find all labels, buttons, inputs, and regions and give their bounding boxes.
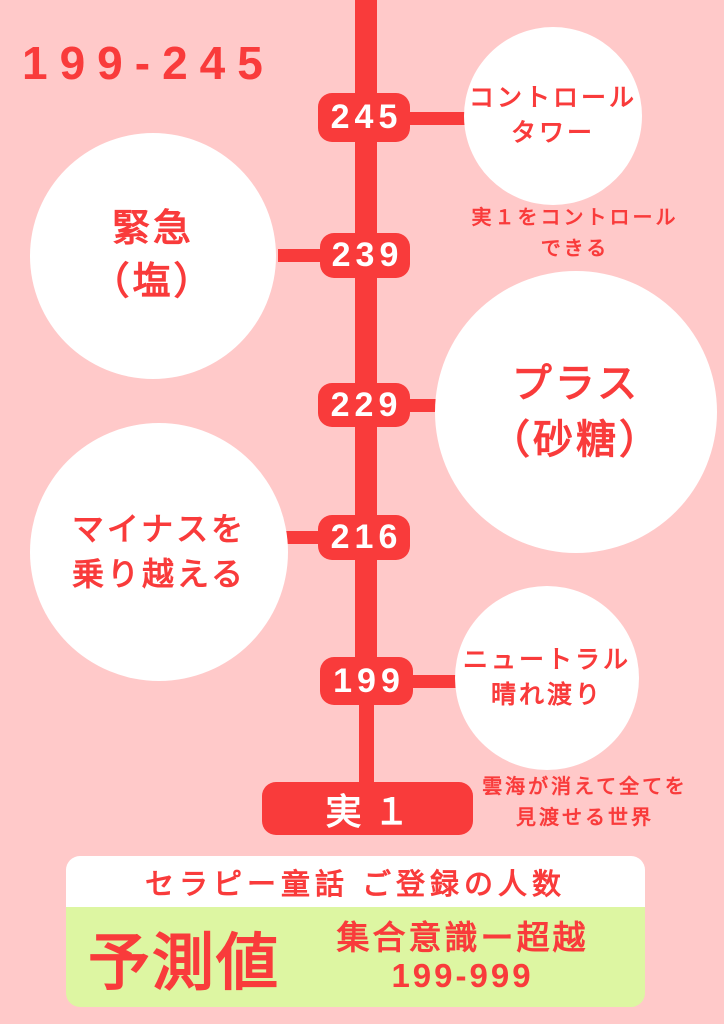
circle-neutral-clear: ニュートラル 晴れ渡り (455, 586, 639, 770)
badge-239: 239 (320, 233, 410, 278)
badge-245: 245 (318, 93, 410, 142)
connector-199 (408, 675, 460, 688)
circle-plus-sugar: プラス （砂糖） (435, 271, 717, 553)
badge-199: 199 (320, 657, 413, 705)
circle-emergency-salt: 緊急 （塩） (30, 133, 276, 379)
connector-239 (278, 249, 325, 262)
timeline-line-lower (359, 700, 374, 785)
connector-245 (405, 112, 467, 125)
registration-banner: セラピー童話 ご登録の人数 (66, 856, 645, 907)
caption-control-tower: 実１をコントロール できる (471, 207, 679, 260)
circle-control-tower: コントロール タワー (464, 27, 642, 205)
terminal-banner: 実１ (262, 782, 473, 835)
prediction-detail: 集合意識ー超越 199-999 (336, 919, 589, 994)
connector-216 (281, 531, 325, 544)
badge-229: 229 (318, 383, 410, 427)
prediction-banner: 予測値 集合意識ー超越 199-999 (66, 907, 645, 1007)
page-title: 199-245 (22, 37, 275, 89)
prediction-label: 予測値 (88, 929, 281, 998)
circle-overcome-minus: マイナスを 乗り越える (30, 423, 288, 681)
badge-216: 216 (318, 515, 410, 560)
caption-neutral: 雲海が消えて全てを 見渡せる世界 (482, 776, 688, 829)
